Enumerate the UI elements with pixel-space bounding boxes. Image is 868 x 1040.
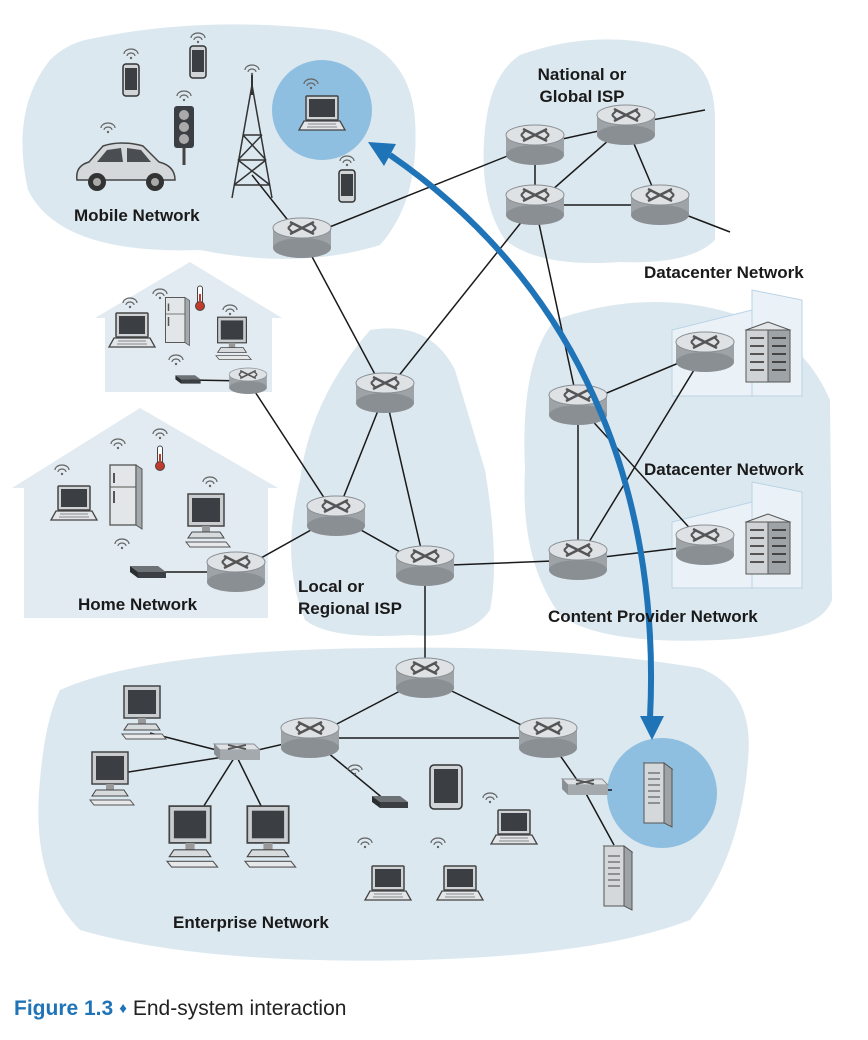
router-icon bbox=[504, 183, 566, 227]
router-icon bbox=[279, 716, 341, 760]
datacenter-icon bbox=[745, 513, 791, 575]
server-icon bbox=[603, 845, 633, 911]
arrowhead-bottom bbox=[640, 716, 664, 740]
router-icon bbox=[354, 371, 416, 415]
datacenter-icon bbox=[745, 321, 791, 383]
server-icon bbox=[643, 762, 673, 828]
router-icon bbox=[271, 216, 333, 260]
router-icon bbox=[517, 716, 579, 760]
network-diagram: Mobile Network National or Global ISP Da… bbox=[12, 24, 832, 961]
laptop-icon bbox=[108, 312, 156, 348]
laptop-icon bbox=[50, 485, 98, 521]
mobile-devices bbox=[76, 32, 356, 203]
content-provider-network-label: Content Provider Network bbox=[548, 607, 758, 626]
arrowhead-top bbox=[368, 142, 396, 166]
router-icon bbox=[595, 103, 657, 147]
mobile-network-label: Mobile Network bbox=[74, 206, 200, 225]
figure-number: Figure 1.3 bbox=[14, 997, 114, 1020]
caption-text: End-system interaction bbox=[132, 997, 347, 1020]
caption-separator: ♦ bbox=[119, 1000, 127, 1017]
datacenter-network-label-bottom: Datacenter Network bbox=[644, 460, 804, 479]
end-system-interaction-arrow bbox=[388, 152, 655, 719]
router-icon bbox=[394, 656, 456, 700]
router-icon bbox=[394, 544, 456, 588]
switch-icon bbox=[213, 743, 261, 761]
cell-tower-icon bbox=[231, 75, 273, 199]
router-icon bbox=[629, 183, 691, 227]
refrigerator-icon bbox=[164, 296, 191, 347]
router-icon bbox=[674, 523, 736, 567]
router-icon bbox=[674, 330, 736, 374]
datacenter-network-label-top: Datacenter Network bbox=[644, 263, 804, 282]
home-network-label: Home Network bbox=[78, 595, 198, 614]
router-icon bbox=[305, 494, 367, 538]
local-isp-label-line2: Regional ISP bbox=[298, 599, 402, 618]
refrigerator-icon bbox=[109, 464, 143, 530]
tablet-icon bbox=[429, 764, 463, 810]
laptop-icon bbox=[436, 865, 484, 901]
local-isp-label-line1: Local or bbox=[298, 577, 365, 596]
laptop-icon bbox=[364, 865, 412, 901]
router-icon bbox=[205, 550, 267, 594]
figure-caption: Figure 1.3 ♦ End-system interaction bbox=[14, 997, 346, 1021]
switch-icon bbox=[561, 778, 609, 796]
national-isp-label-line1: National or bbox=[538, 65, 627, 84]
phone-icon bbox=[338, 169, 356, 203]
car-icon bbox=[76, 142, 176, 191]
phone-icon bbox=[122, 63, 140, 97]
laptop-icon bbox=[298, 95, 346, 131]
router-icon bbox=[228, 367, 268, 395]
router-icon bbox=[547, 538, 609, 582]
router-icon bbox=[504, 123, 566, 167]
traffic-light-icon bbox=[174, 106, 194, 165]
phone-icon bbox=[189, 45, 207, 79]
national-isp-label-line2: Global ISP bbox=[539, 87, 624, 106]
laptop-icon bbox=[490, 809, 538, 845]
enterprise-network-label: Enterprise Network bbox=[173, 913, 329, 932]
